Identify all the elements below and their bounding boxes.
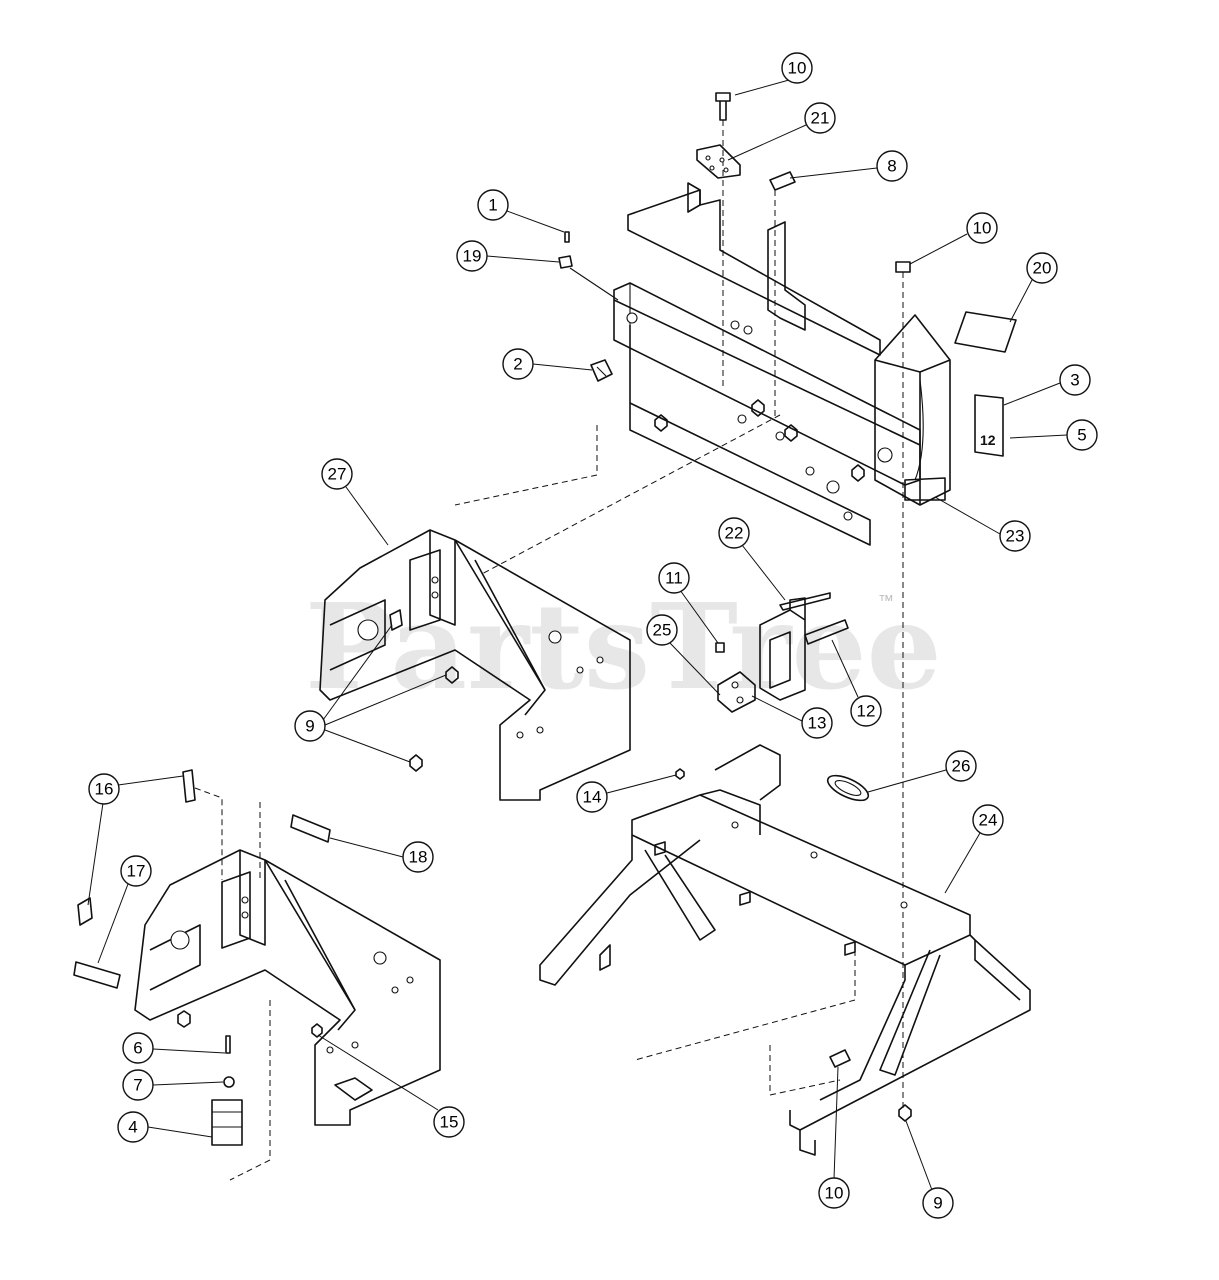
callout-20-label: 20 (1033, 259, 1052, 278)
guide-base-lower (769, 1045, 841, 1096)
bracket-13 (717, 671, 756, 713)
callout-10-bottom-label: 10 (825, 1184, 844, 1203)
bolt-10-top (715, 92, 731, 390)
bolt-10-bottom (829, 1049, 851, 1068)
nut-14 (675, 768, 685, 780)
callout-2-label: 2 (513, 355, 522, 374)
side-frame-upper (319, 529, 631, 801)
base-frame (539, 744, 1031, 1156)
callout-23-label: 23 (1006, 527, 1025, 546)
callout-27-label: 27 (328, 465, 347, 484)
bolt-11 (715, 642, 725, 653)
watermark-text: PartsTree (305, 577, 942, 716)
handle-12 (804, 619, 849, 645)
callout-20 (1026, 252, 1058, 284)
callout-8 (876, 150, 908, 182)
callout-9-bottom-label: 9 (933, 1194, 942, 1213)
callout-10-bottom (818, 1177, 850, 1209)
pin-1 (564, 231, 570, 243)
callout-18-label: 18 (409, 848, 428, 867)
guide-beam-center (479, 414, 781, 576)
callout-10-right-label: 10 (973, 219, 992, 238)
callout-21-label: 21 (811, 109, 830, 128)
callout-17-label: 17 (127, 862, 146, 881)
decal-text: 12 (980, 432, 996, 448)
decal-3-5: 12 (974, 394, 1004, 457)
callout-23 (999, 520, 1031, 552)
callout-1-label: 1 (488, 196, 497, 215)
callout-18 (402, 841, 434, 873)
callout-9-upper (294, 710, 326, 742)
side-frame-lower (134, 849, 441, 1126)
bolt-8 (769, 171, 796, 420)
callout-19 (456, 240, 488, 272)
clip-19 (558, 255, 619, 301)
callout-4 (117, 1111, 149, 1143)
square-nut-2 (590, 359, 613, 382)
callout-25 (646, 614, 678, 646)
callout-12-label: 12 (857, 702, 876, 721)
callout-17 (120, 855, 152, 887)
callout-14-label: 14 (583, 788, 602, 807)
callout-13-label: 13 (808, 714, 827, 733)
guide-base-left (634, 950, 856, 1061)
callout-14 (576, 781, 608, 813)
callout-26-label: 26 (952, 757, 971, 776)
callout-9-bottom (922, 1187, 954, 1219)
callout-12 (850, 695, 882, 727)
callout-6-label: 6 (133, 1039, 142, 1058)
watermark: PartsTree ™ (305, 577, 942, 716)
plate-21 (696, 144, 741, 179)
callout-24 (972, 804, 1004, 836)
guide-lower-frame (229, 1000, 271, 1181)
callout-24-label: 24 (979, 811, 998, 830)
callout-16-label: 16 (95, 780, 114, 799)
hardware-6-7-4 (211, 1035, 243, 1146)
pad-26 (826, 774, 870, 802)
callout-11-label: 11 (665, 569, 683, 588)
callout-9-upper-label: 9 (305, 717, 314, 736)
nut-9-bottom (898, 1104, 912, 1122)
callout-4-label: 4 (128, 1118, 137, 1137)
callout-25-label: 25 (653, 621, 672, 640)
callout-13 (801, 707, 833, 739)
callouts: 10 21 8 1 10 19 20 2 3 (87, 52, 1098, 1219)
callout-22-label: 22 (725, 524, 744, 543)
callout-26 (945, 750, 977, 782)
callout-2 (502, 348, 534, 380)
decal-20 (954, 311, 1017, 353)
clip-16 (182, 769, 223, 880)
beam-assembly (613, 182, 951, 546)
callout-21 (804, 102, 836, 134)
callout-3 (1059, 364, 1091, 396)
callout-5 (1066, 419, 1098, 451)
watermark-trademark: ™ (878, 593, 894, 610)
callout-15 (433, 1106, 465, 1138)
callout-22 (718, 517, 750, 549)
callout-10-right (966, 212, 998, 244)
callout-10-top-label: 10 (788, 59, 807, 78)
callout-15-label: 15 (440, 1113, 459, 1132)
callout-7 (122, 1069, 154, 1101)
callout-19-label: 19 (463, 247, 482, 266)
callout-3-label: 3 (1070, 371, 1079, 390)
callout-27 (321, 458, 353, 490)
callout-8-label: 8 (887, 157, 896, 176)
callout-5-label: 5 (1077, 426, 1086, 445)
jack-22 (759, 592, 831, 701)
callout-10-top (781, 52, 813, 84)
pin-18 (259, 802, 331, 880)
bolt-10-right (895, 261, 911, 1110)
callout-6 (122, 1032, 154, 1064)
pin-17 (73, 897, 121, 989)
callout-16 (88, 773, 120, 805)
guide-beam-left (454, 425, 598, 506)
callout-7-label: 7 (133, 1076, 142, 1095)
callout-11 (658, 562, 690, 594)
callout-1 (477, 189, 509, 221)
